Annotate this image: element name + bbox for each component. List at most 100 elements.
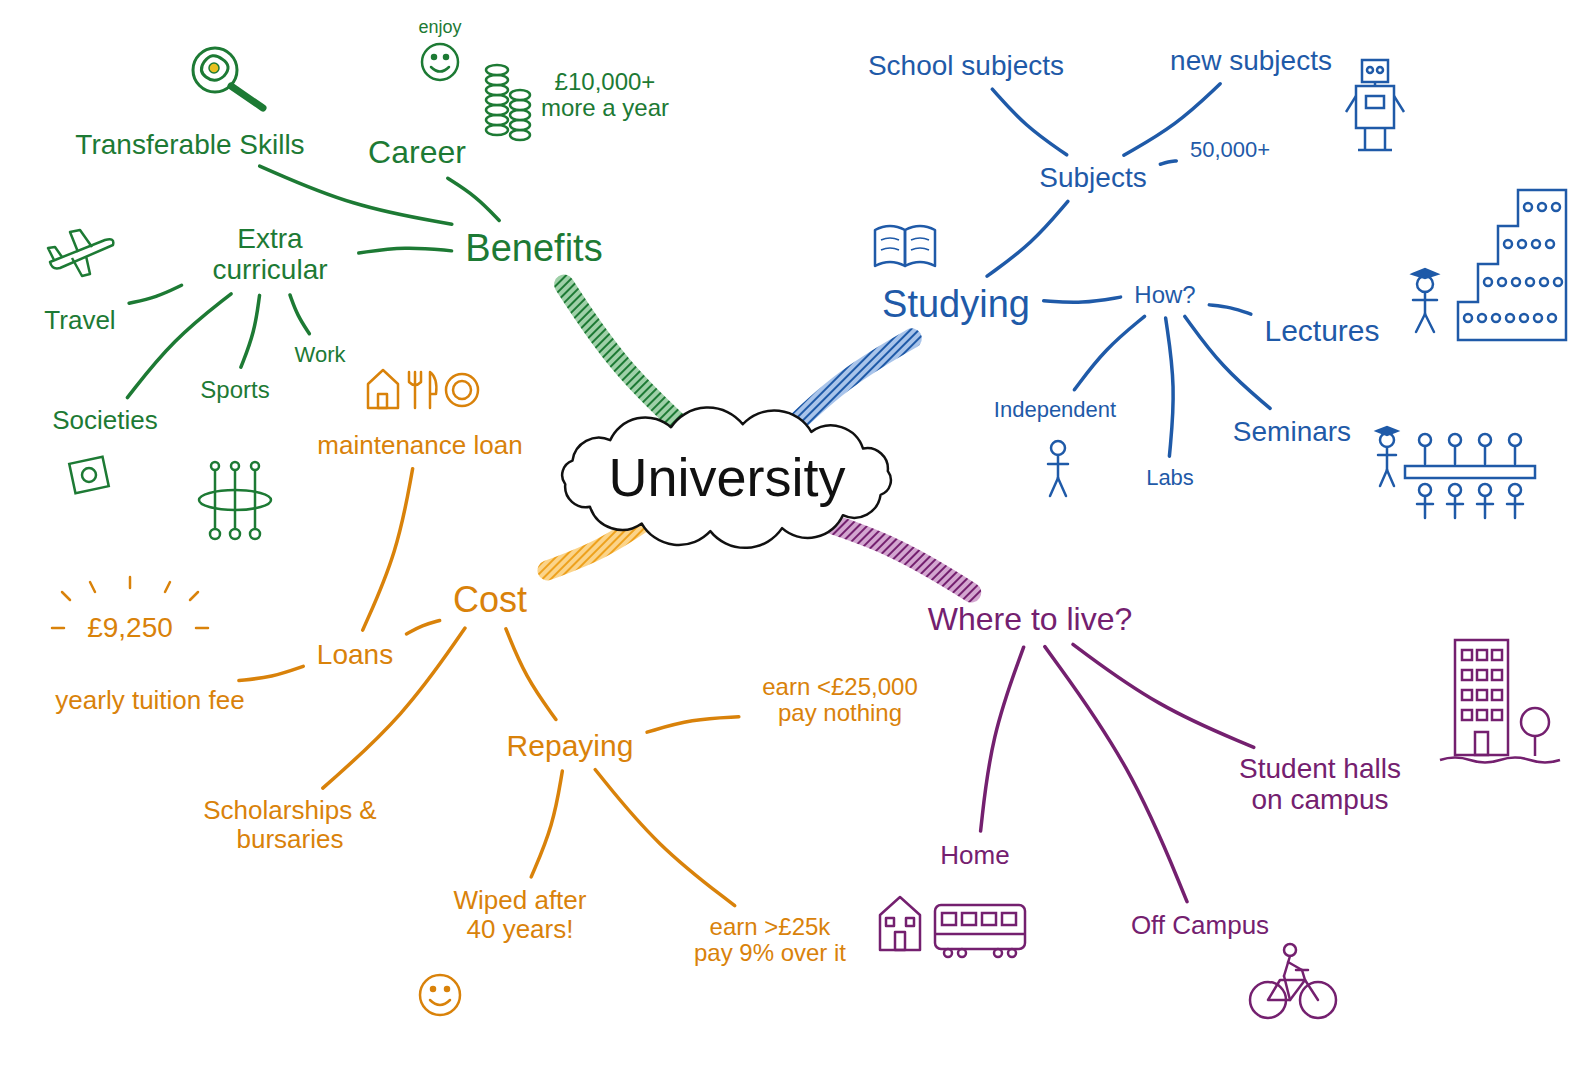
frying-pan-icon [193, 48, 263, 108]
topic-text: Wiped after 40 years! [445, 886, 595, 943]
topic-text: Repaying [507, 729, 634, 762]
topic-text: Societies [52, 406, 158, 435]
student-figure [1048, 441, 1068, 496]
central-cloud: University [558, 418, 895, 537]
cloud-shape [563, 408, 892, 548]
branch-line [647, 717, 739, 732]
branch-line [1209, 305, 1251, 314]
branch-topic: School subjects [860, 47, 1072, 86]
branch-line [992, 89, 1066, 155]
airplane-icon [48, 230, 113, 276]
topic-text: How? [1134, 282, 1195, 308]
branch-line [406, 621, 439, 635]
branch-topic: Work [287, 339, 354, 371]
robot-icon [1346, 60, 1404, 150]
branch-topic: Lectures [1256, 310, 1387, 351]
topic-text: yearly tuition fee [55, 686, 244, 715]
branch-topic: Wiped after 40 years! [437, 882, 603, 947]
topic-text: Labs [1146, 466, 1194, 490]
branch-line [448, 178, 499, 220]
topic-text: earn <£25,000 pay nothing [753, 674, 928, 727]
topic-text: Extra curricular [195, 224, 345, 286]
lecturer-figure [1413, 269, 1437, 332]
branch-topic: Studying [874, 280, 1038, 330]
branch-topic: Travel [36, 302, 123, 339]
branch-topic: Labs [1138, 462, 1202, 494]
book-icon [875, 226, 935, 266]
branch-topic: How? [1126, 278, 1203, 312]
sports-icon [199, 462, 271, 539]
student-halls-icon [1440, 640, 1560, 763]
topic-text: Subjects [1039, 163, 1146, 194]
branch-line [595, 770, 735, 906]
branch-line [1160, 161, 1176, 164]
branch-line [239, 666, 303, 680]
branch-line [987, 201, 1068, 276]
topic-text: earn >£25k pay 9% over it [690, 914, 850, 967]
branch-line [129, 285, 181, 303]
branch-topic: earn >£25k pay 9% over it [682, 910, 858, 971]
topic-text: Off Campus [1131, 911, 1269, 940]
topic-text: Where to live? [928, 602, 1133, 637]
topic-text: Cost [453, 580, 527, 620]
branch-topic: Career [360, 131, 474, 174]
branch-topic: Societies [44, 402, 166, 439]
topic-text: Home [940, 841, 1009, 870]
branch-line [564, 285, 690, 434]
branch-topic: Off Campus [1123, 907, 1277, 944]
branch-topic: Independent [986, 394, 1124, 426]
topic-text: Travel [44, 306, 115, 335]
topic-text: Loans [317, 640, 393, 671]
topic-text: Scholarships & bursaries [190, 796, 390, 853]
branch-topic: new subjects [1162, 42, 1340, 81]
branch-topic: Transferable Skills [67, 126, 312, 165]
topic-text: School subjects [868, 51, 1064, 82]
branch-topic: Benefits [457, 224, 610, 274]
branch-topic: Home [932, 837, 1017, 874]
topic-text: 50,000+ [1190, 138, 1270, 162]
branch-line [981, 647, 1024, 831]
topic-text: Career [368, 135, 466, 170]
topic-text: Student halls on campus [1225, 754, 1415, 816]
topic-text: Sports [200, 377, 269, 403]
branch-line [241, 295, 260, 367]
branch-topic: Seminars [1225, 413, 1359, 452]
note-text: £10,000+ more a year [529, 67, 681, 124]
branch-line [531, 771, 562, 877]
topic-text: new subjects [1170, 46, 1332, 77]
smiley-icon [420, 975, 460, 1015]
note-text: £9,250 [81, 611, 179, 646]
branch-lines [127, 84, 1270, 906]
branch-topic: Loans [309, 636, 401, 675]
branch-topic: Extra curricular [187, 220, 353, 290]
topic-text: Work [295, 343, 346, 367]
branch-line [1074, 316, 1144, 389]
topic-text: University [608, 448, 845, 507]
branch-line [1166, 318, 1174, 456]
branch-topic: 50,000+ [1182, 134, 1278, 166]
branch-line [506, 629, 556, 720]
branch-line [260, 166, 452, 224]
topic-text: Studying [882, 284, 1030, 326]
branch-topic: Where to live? [920, 598, 1141, 641]
topic-text: maintenance loan [317, 431, 522, 460]
branch-line [359, 248, 452, 253]
smiley-icon [422, 44, 458, 80]
topic-text: Transferable Skills [75, 130, 304, 161]
topic-text: Independent [994, 398, 1116, 422]
branch-line [1045, 647, 1187, 902]
topic-text: Lectures [1264, 314, 1379, 347]
branch-topic: Sports [192, 373, 277, 407]
note-text: enjoy [412, 16, 467, 40]
branch-topic: earn <£25,000 pay nothing [745, 670, 936, 731]
branch-topic: maintenance loan [309, 427, 530, 464]
branch-topic: Scholarships & bursaries [182, 792, 398, 857]
topic-text: Seminars [1233, 417, 1351, 448]
branch-topic: Repaying [499, 725, 642, 766]
branch-line [1044, 297, 1121, 302]
coin-stack-icon [486, 65, 530, 140]
house-icon [880, 897, 920, 950]
topic-text: Benefits [465, 228, 602, 270]
seminar-group-icon [1377, 427, 1535, 518]
